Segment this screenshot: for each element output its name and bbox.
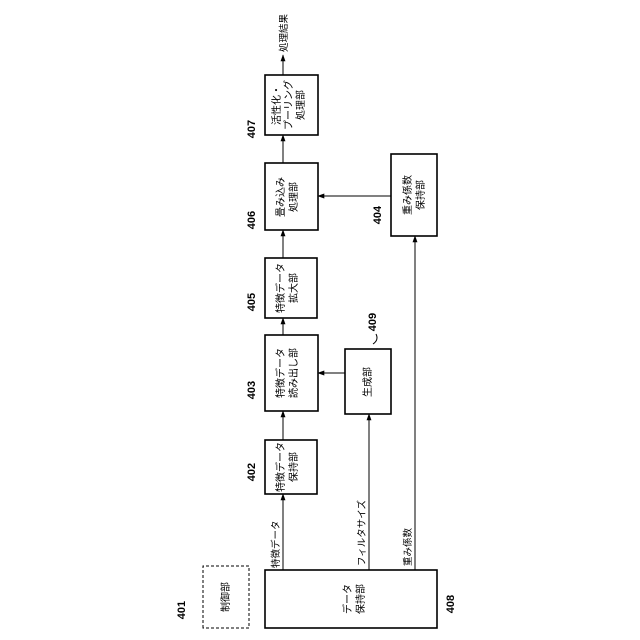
- ref-402: 402: [246, 463, 258, 481]
- svg-text:保持部: 保持部: [287, 452, 300, 482]
- svg-text:畳み込み: 畳み込み: [275, 177, 287, 217]
- svg-text:特徴データ: 特徴データ: [274, 263, 287, 313]
- signal-filter-size: フィルタサイズ: [356, 499, 368, 566]
- svg-text:生成部: 生成部: [361, 367, 374, 397]
- weight-holding-block: 重み係数 保持部: [391, 154, 437, 236]
- svg-text:プーリング: プーリング: [282, 80, 295, 130]
- ref-408: 408: [445, 595, 457, 613]
- ref-405: 405: [246, 293, 258, 311]
- activation-pooling-block: 活性化・ プーリング 処理部: [265, 75, 318, 135]
- convolution-block: 畳み込み 処理部: [265, 163, 318, 230]
- ref-403: 403: [246, 381, 258, 399]
- ref-404: 404: [372, 205, 384, 224]
- svg-text:重み係数: 重み係数: [401, 175, 414, 215]
- data-holding-label-2: 保持部: [354, 584, 367, 614]
- generation-block: 生成部: [345, 349, 391, 414]
- ref-407: 407: [246, 120, 258, 138]
- svg-text:保持部: 保持部: [414, 180, 427, 210]
- svg-text:特徴データ: 特徴データ: [274, 442, 287, 492]
- data-holding-label-1: データ: [341, 584, 354, 614]
- feature-read-block: 特徴データ 読み出し部: [265, 335, 318, 411]
- svg-text:処理部: 処理部: [287, 182, 300, 212]
- svg-text:拡大部: 拡大部: [287, 273, 300, 303]
- ref-406: 406: [246, 211, 258, 229]
- feature-expand-block: 特徴データ 拡大部: [265, 258, 317, 318]
- ref-409-leader: [373, 334, 377, 344]
- feature-holding-block: 特徴データ 保持部: [265, 440, 317, 494]
- svg-text:処理部: 処理部: [294, 90, 307, 120]
- signal-result: 処理結果: [278, 13, 290, 52]
- signal-feature-data: 特徴データ: [270, 520, 282, 568]
- svg-text:特徴データ: 特徴データ: [274, 348, 287, 398]
- data-holding-block: データ 保持部: [265, 570, 437, 628]
- ref-409: 409: [367, 313, 379, 331]
- svg-text:読み出し部: 読み出し部: [287, 348, 300, 398]
- svg-text:活性化・: 活性化・: [270, 85, 283, 125]
- ref-401: 401: [176, 601, 188, 619]
- control-block: 制御部: [203, 566, 249, 628]
- control-label: 制御部: [219, 582, 232, 612]
- signal-weight-coeff: 重み係数: [402, 527, 414, 566]
